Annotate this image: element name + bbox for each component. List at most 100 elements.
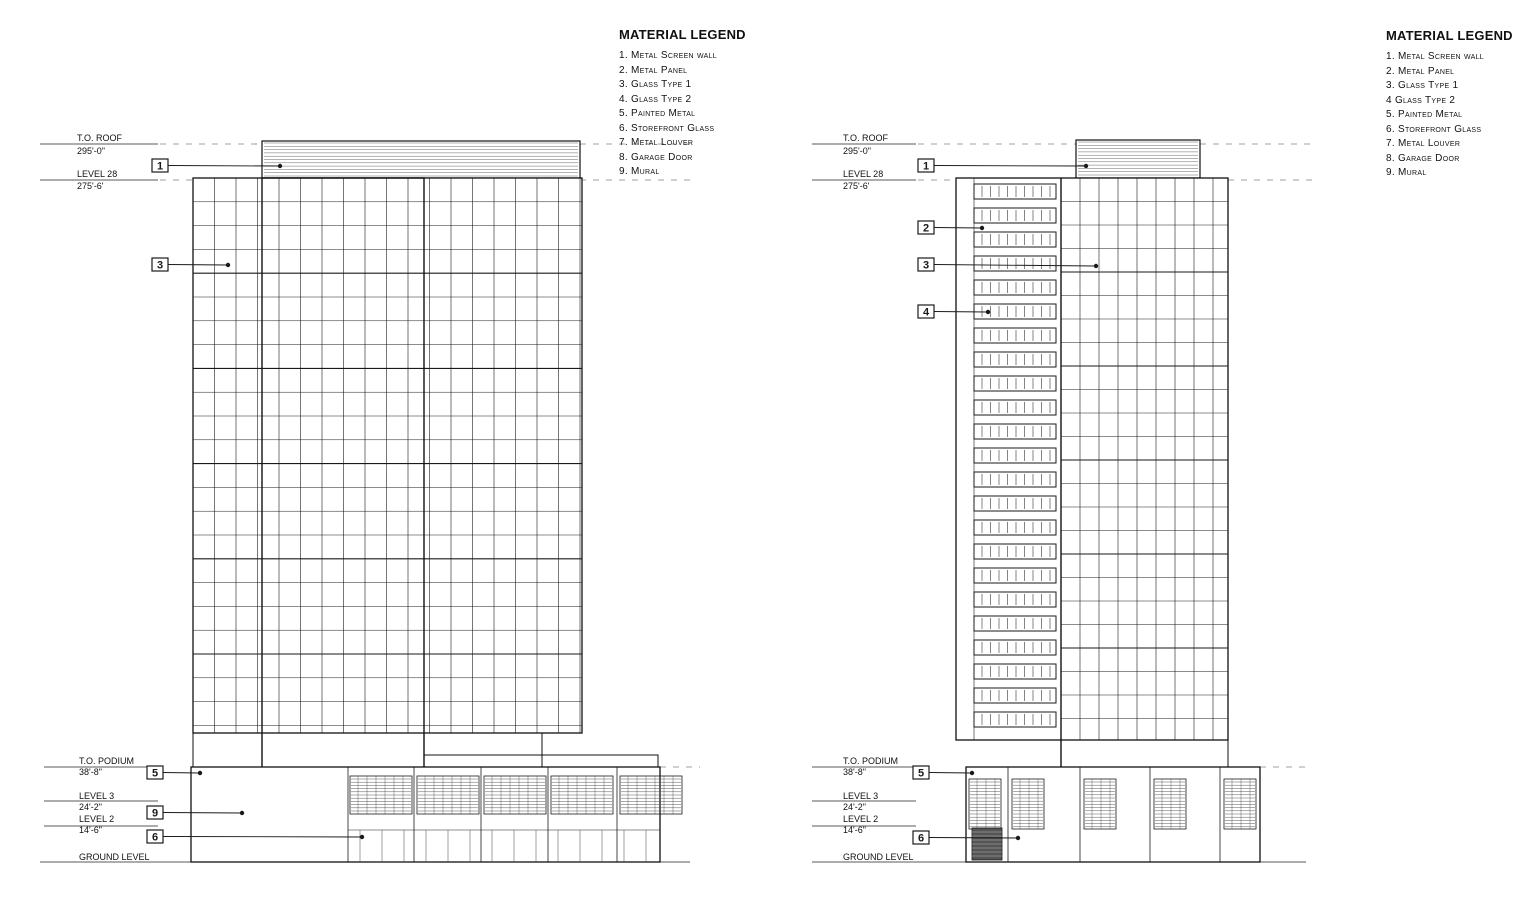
leader-dot <box>359 834 365 840</box>
leader-line <box>162 812 243 814</box>
callout-tag: 6 <box>146 829 365 844</box>
podium-outline <box>965 766 1261 863</box>
leader-dot <box>1015 835 1021 841</box>
podium-outline <box>190 766 661 863</box>
legend-item: 9. Mural <box>619 166 660 177</box>
legend-item: 7. Metal Louver <box>619 137 694 148</box>
tower-body <box>192 177 583 769</box>
level-elevation: 24'-2" <box>79 802 102 812</box>
callout-tag: 6 <box>912 830 1021 845</box>
level-extension-dashes <box>160 143 700 768</box>
metal-panel-bays <box>973 178 1057 740</box>
legend-item: 5. Painted Metal <box>619 108 696 119</box>
garage-screen <box>1083 778 1117 830</box>
level-elevation: 24'-2" <box>843 802 866 812</box>
tower-outline <box>192 177 583 734</box>
leader-line <box>928 837 1019 839</box>
tag-number: 4 <box>923 307 930 319</box>
legend-item: 2. Metal Panel <box>619 64 688 76</box>
leader-line <box>167 165 281 167</box>
legend-item: 2. Metal Panel <box>1386 65 1455 77</box>
level-elevation: 275'-6' <box>77 181 104 191</box>
leader-dot <box>277 163 283 169</box>
tower-body <box>955 177 1229 768</box>
podium-upper-band <box>192 732 543 768</box>
leader-line <box>162 772 201 774</box>
garage-screen <box>483 775 547 815</box>
level-elevation: 295'-0" <box>843 146 871 156</box>
podium-upper-band <box>1060 739 1229 768</box>
building-elevation-left: T.O. ROOF 295'-0" LEVEL 28 275'-6' T.O. … <box>40 133 700 863</box>
tag-number: 2 <box>923 223 929 235</box>
tag-number: 5 <box>918 768 924 780</box>
legend-item: 3. Glass Type 1 <box>619 79 692 90</box>
screen-frame <box>349 775 413 815</box>
tag-number: 1 <box>157 161 163 173</box>
podium-screens <box>347 767 683 862</box>
screen-frame <box>1083 778 1117 830</box>
level-name: LEVEL 28 <box>77 169 117 179</box>
podium <box>190 732 683 863</box>
level-name: T.O. PODIUM <box>843 756 898 766</box>
leader-dot <box>979 225 985 231</box>
level-elevation: 38'-8" <box>79 767 102 777</box>
level-name: LEVEL 3 <box>843 791 878 801</box>
level-name: LEVEL 28 <box>843 169 883 179</box>
tag-number: 9 <box>152 808 158 820</box>
callout-tag: 2 <box>917 220 985 235</box>
screen-frame <box>619 775 683 815</box>
level-name: LEVEL 2 <box>79 814 114 824</box>
leader-line <box>162 836 363 838</box>
tag-number: 6 <box>152 832 158 844</box>
callout-tag: 5 <box>912 765 975 780</box>
level-labels: T.O. ROOF 295'-0" LEVEL 28 275'-6' T.O. … <box>77 133 150 862</box>
leader-dot <box>197 770 203 776</box>
legend-item: 1. Metal Screen wall <box>619 50 717 61</box>
legend-title: MATERIAL LEGEND <box>619 27 746 42</box>
leader-dot <box>969 770 975 776</box>
garage-screen <box>1223 778 1257 830</box>
level-name: GROUND LEVEL <box>843 852 914 862</box>
level-name: T.O. ROOF <box>77 133 123 143</box>
callout-tag: 1 <box>917 158 1089 173</box>
callout-tag: 1 <box>151 158 283 173</box>
level-elevation: 38'-8" <box>843 767 866 777</box>
material-legend-left: MATERIAL LEGEND 1. Metal Screen wall 2. … <box>619 27 746 180</box>
garage-screen <box>1011 778 1045 830</box>
screen-frame <box>416 775 480 815</box>
material-legend-right: MATERIAL LEGEND 1. Metal Screen wall 2. … <box>1386 28 1513 181</box>
podium-screens <box>968 767 1257 862</box>
roof-screen-hatch <box>264 142 578 177</box>
level-elevation: 14'-6" <box>79 825 102 835</box>
leader-dot <box>1083 163 1089 169</box>
legend-item: 3. Glass Type 1 <box>1386 80 1459 91</box>
legend-item: 8. Garage Door <box>1386 152 1460 164</box>
leader-line <box>933 165 1087 167</box>
tag-number: 1 <box>923 161 929 173</box>
legend-item: 1. Metal Screen wall <box>1386 51 1484 62</box>
screen-frame <box>483 775 547 815</box>
podium-parapet <box>423 754 659 768</box>
legend-item: 4 Glass Type 2 <box>1386 94 1456 106</box>
legend-item: 7. Metal Louver <box>1386 138 1461 149</box>
garage-screen <box>550 775 614 815</box>
level-name: LEVEL 2 <box>843 814 878 824</box>
screen-frame <box>550 775 614 815</box>
curtain-wall-grid <box>1061 178 1228 740</box>
tag-number: 3 <box>157 260 163 272</box>
legend-item: 4. Glass Type 2 <box>619 93 692 105</box>
leader-dot <box>239 810 245 816</box>
level-name: T.O. ROOF <box>843 133 889 143</box>
garage-screen <box>1153 778 1187 830</box>
screen-frame <box>1153 778 1187 830</box>
legend-item: 9. Mural <box>1386 167 1427 178</box>
tag-number: 6 <box>918 833 924 845</box>
garage-screen <box>619 775 683 815</box>
level-name: T.O. PODIUM <box>79 756 134 766</box>
legend-item: 8. Garage Door <box>619 151 693 163</box>
legend-list: 1. Metal Screen wall 2. Metal Panel 3. G… <box>619 49 746 180</box>
level-elevation: 14'-6" <box>843 825 866 835</box>
curtain-wall-grid <box>193 178 582 733</box>
